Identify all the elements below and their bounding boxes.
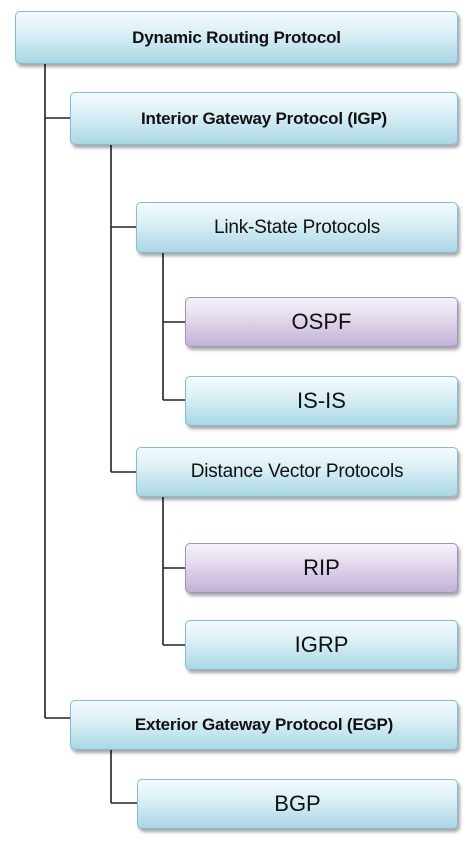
egp-label: Exterior Gateway Protocol (EGP) (134, 715, 394, 734)
igrp-node: IGRP (185, 620, 458, 670)
igrp-label: IGRP (294, 632, 349, 657)
bgp-label: BGP (274, 791, 321, 816)
rip-node: RIP (185, 543, 458, 593)
distance-vector-node: Distance Vector Protocols (136, 447, 458, 497)
link-state-node: Link-State Protocols (136, 202, 458, 253)
ospf-node: OSPF (185, 297, 458, 347)
root-node: Dynamic Routing Protocol (15, 11, 458, 64)
igp-node: Interior Gateway Protocol (IGP) (70, 92, 458, 145)
egp-node: Exterior Gateway Protocol (EGP) (70, 700, 458, 750)
isis-label: IS-IS (297, 388, 346, 413)
rip-label: RIP (303, 555, 340, 580)
ospf-label: OSPF (291, 309, 352, 334)
distance-vector-label: Distance Vector Protocols (190, 461, 404, 482)
bgp-node: BGP (137, 779, 458, 829)
isis-node: IS-IS (185, 376, 458, 426)
link-state-label: Link-State Protocols (213, 216, 381, 238)
root-label: Dynamic Routing Protocol (132, 27, 341, 47)
igp-label: Interior Gateway Protocol (IGP) (140, 108, 387, 128)
